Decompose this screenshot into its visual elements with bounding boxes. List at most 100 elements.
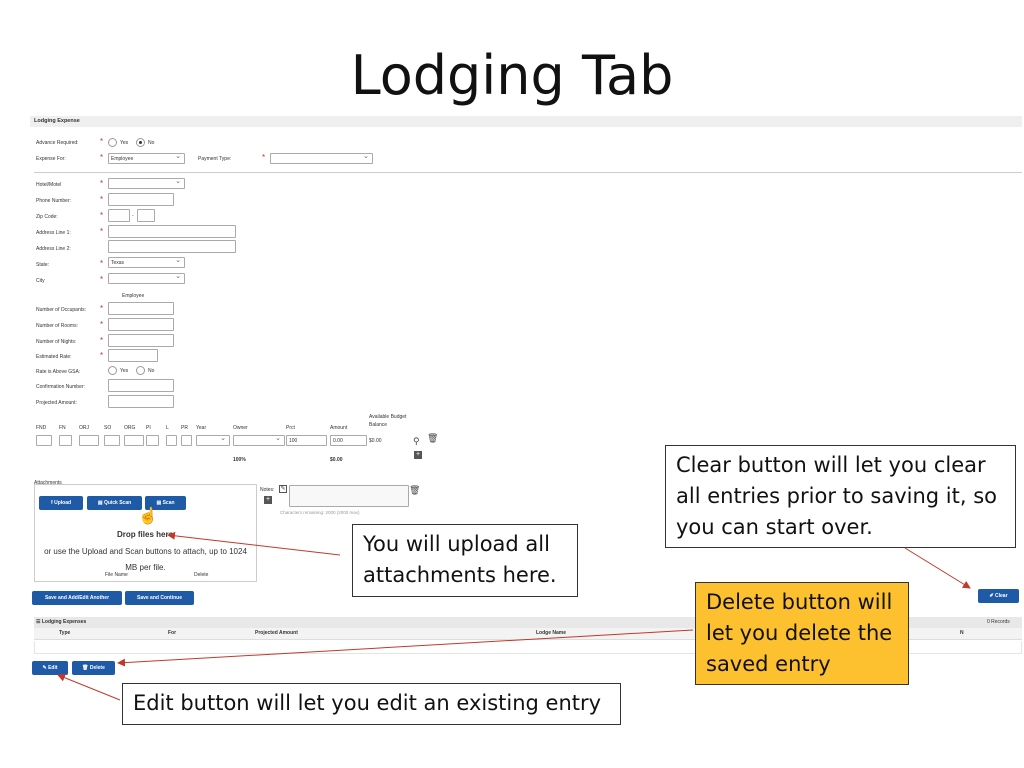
funding-header-fn: FN xyxy=(59,425,66,431)
grid-title: ☰ Lodging Expenses xyxy=(36,619,87,625)
phone-input[interactable] xyxy=(108,193,174,206)
projected-input[interactable] xyxy=(108,395,174,408)
add-row-icon[interactable]: + xyxy=(414,451,422,459)
rooms-input[interactable] xyxy=(108,318,174,331)
records-count: 0 Records xyxy=(987,619,1010,625)
upload-label: Upload xyxy=(54,500,72,506)
col-n[interactable]: N xyxy=(960,630,964,636)
required-marker: * xyxy=(100,137,104,146)
est-rate-input[interactable] xyxy=(108,349,158,362)
total-percent: 100% xyxy=(233,457,246,463)
payment-type-label: Payment Type: xyxy=(198,156,232,162)
slide-title: Lodging Tab xyxy=(350,44,674,107)
amount-input[interactable]: 0.00 xyxy=(330,435,367,446)
occupants-input[interactable] xyxy=(108,302,174,315)
search-icon[interactable]: ⚲ xyxy=(413,436,420,446)
advance-no-label: No xyxy=(148,140,155,146)
delete-button[interactable]: 🗑 Delete xyxy=(72,661,115,675)
org-input[interactable] xyxy=(124,435,144,446)
prct-input[interactable]: 100 xyxy=(286,435,327,446)
advance-no-radio[interactable] xyxy=(136,138,145,147)
rate-gsa-label: Rate is Above GSA: xyxy=(36,369,81,375)
required-marker: * xyxy=(100,153,104,162)
zip-ext-input[interactable] xyxy=(137,209,155,222)
fnd-input[interactable] xyxy=(36,435,52,446)
confirmation-input[interactable] xyxy=(108,379,174,392)
required-marker: * xyxy=(100,227,104,236)
col-for[interactable]: For xyxy=(168,630,177,636)
notes-textarea[interactable] xyxy=(289,485,409,507)
owner-select[interactable] xyxy=(233,434,285,446)
add-note-icon[interactable]: + xyxy=(264,496,272,504)
required-marker: * xyxy=(100,259,104,268)
upload-icon: ⭱ xyxy=(50,500,55,506)
funding-header-pr: PR xyxy=(181,425,188,431)
funding-header-orj: ORJ xyxy=(79,425,89,431)
gsa-no-label: No xyxy=(148,368,155,374)
trash-icon[interactable]: 🗑 xyxy=(409,485,421,495)
funding-header-org: ORG xyxy=(124,425,136,431)
zip-input[interactable] xyxy=(108,209,130,222)
advance-required-label: Advance Required: xyxy=(36,140,79,146)
callout-upload: You will upload all attachments here. xyxy=(352,524,578,597)
funding-header-fnd: FND xyxy=(36,425,47,431)
address1-input[interactable] xyxy=(108,225,236,238)
phone-label: Phone Number: xyxy=(36,198,72,204)
quick-scan-button[interactable]: ▤ Quick Scan xyxy=(87,496,142,510)
col-type[interactable]: Type xyxy=(59,630,71,636)
payment-type-select[interactable] xyxy=(270,152,373,164)
gsa-yes-radio[interactable] xyxy=(108,366,117,375)
nights-input[interactable] xyxy=(108,334,174,347)
save-add-button[interactable]: Save and Add/Edit Another xyxy=(32,591,122,605)
funding-header-pi: PI xyxy=(146,425,151,431)
orj-input[interactable] xyxy=(79,435,99,446)
col-lodge-name[interactable]: Lodge Name xyxy=(536,630,567,636)
quick-scan-label: Quick Scan xyxy=(103,500,132,506)
gsa-no-radio[interactable] xyxy=(136,366,145,375)
clear-label: Clear xyxy=(995,593,1008,599)
edit-notes-icon[interactable]: ✎ xyxy=(279,485,287,493)
divider xyxy=(34,172,1022,173)
delete-label: Delete xyxy=(89,665,105,671)
budget-balance: $0.00 xyxy=(369,438,382,444)
advance-yes-radio[interactable] xyxy=(108,138,117,147)
expense-for-select[interactable]: Employee xyxy=(108,152,185,164)
pr-input[interactable] xyxy=(181,435,192,446)
required-marker: * xyxy=(100,211,104,220)
scan-button[interactable]: ▤ Scan xyxy=(145,496,186,510)
required-marker: * xyxy=(100,179,104,188)
grid-title-text: Lodging Expenses xyxy=(41,619,87,625)
address1-label: Address Line 1: xyxy=(36,230,71,236)
address2-input[interactable] xyxy=(108,240,236,253)
funding-header-prct: Prct xyxy=(286,425,295,431)
required-marker: * xyxy=(100,304,104,313)
l-input[interactable] xyxy=(166,435,177,446)
hotel-label: Hotel/Motel xyxy=(36,182,62,188)
upload-button[interactable]: ⭱ Upload xyxy=(39,496,83,510)
year-select[interactable] xyxy=(196,434,230,446)
funding-header-so: SO xyxy=(104,425,112,431)
address2-label: Address Line 2: xyxy=(36,246,71,252)
required-marker: * xyxy=(100,336,104,345)
required-marker: * xyxy=(100,351,104,360)
advance-yes-label: Yes xyxy=(120,140,129,146)
edit-button[interactable]: ✎ Edit xyxy=(32,661,68,675)
required-marker: * xyxy=(100,275,104,284)
fn-input[interactable] xyxy=(59,435,72,446)
trash-icon[interactable]: 🗑 xyxy=(427,433,439,443)
funding-header-available-budget-balance: Available Budget Balance xyxy=(369,414,407,428)
state-label: State: xyxy=(36,262,50,268)
funding-header-year: Year xyxy=(196,425,207,431)
so-input[interactable] xyxy=(104,435,120,446)
notes-label: Notes: xyxy=(260,487,275,493)
col-projected-amount[interactable]: Projected Amount xyxy=(255,630,298,636)
city-select[interactable] xyxy=(108,272,185,284)
hotel-select[interactable] xyxy=(108,177,185,189)
clear-button[interactable]: ✐ Clear xyxy=(978,589,1019,603)
save-continue-button[interactable]: Save and Continue xyxy=(125,591,194,605)
scan-icon: ▤ xyxy=(156,500,163,506)
trash-icon: 🗑 xyxy=(82,665,90,671)
delete-header: Delete xyxy=(194,572,209,578)
pi-input[interactable] xyxy=(146,435,159,446)
state-select[interactable]: Texas xyxy=(108,256,185,268)
